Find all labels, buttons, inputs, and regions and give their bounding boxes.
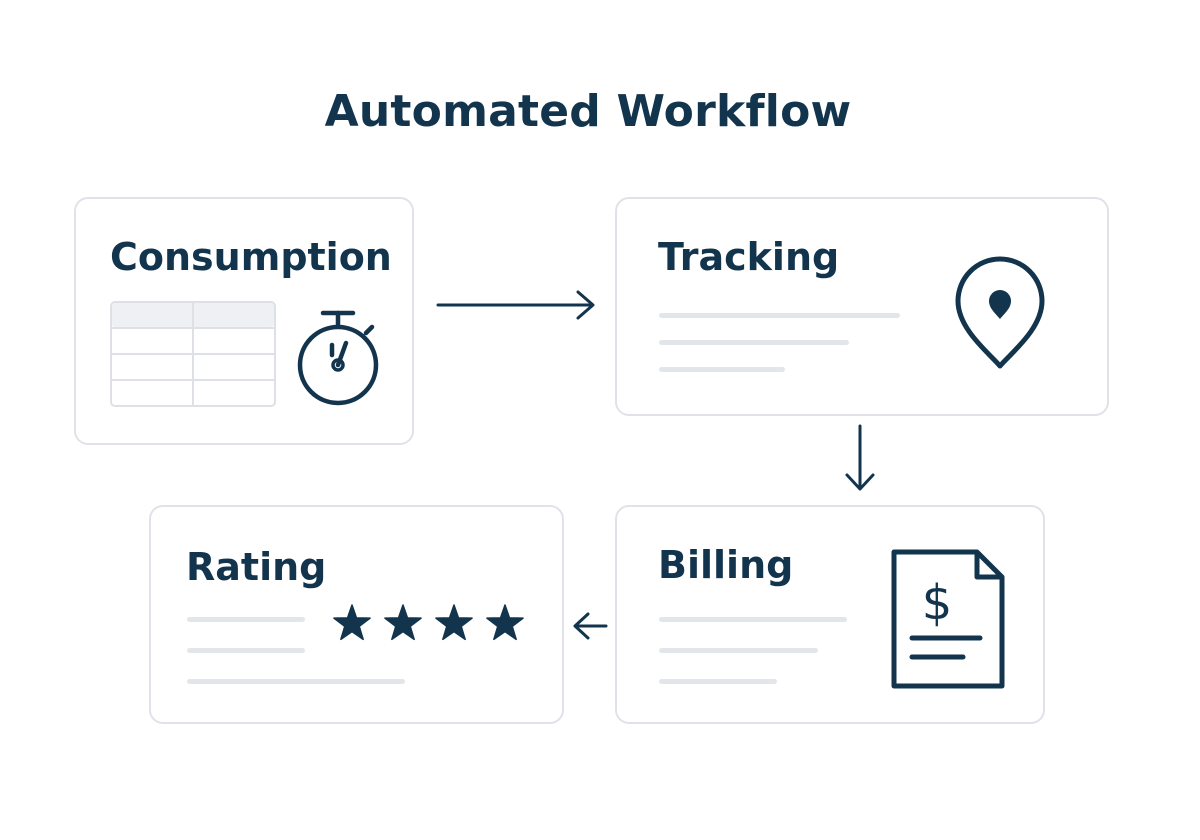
star-icon xyxy=(486,604,524,641)
text-placeholder-line xyxy=(659,340,849,345)
arrow-left xyxy=(570,610,610,642)
text-placeholder-line xyxy=(659,367,785,372)
text-placeholder-line xyxy=(659,313,900,318)
table-graphic xyxy=(110,301,278,409)
text-placeholder-line xyxy=(187,648,305,653)
text-placeholder-line xyxy=(659,648,818,653)
card-label-rating: Rating xyxy=(186,545,327,589)
location-pin-icon xyxy=(951,253,1049,373)
stopwatch-icon xyxy=(292,307,384,411)
card-label-billing: Billing xyxy=(658,543,794,587)
diagram-title: Automated Workflow xyxy=(324,86,852,137)
text-placeholder-line xyxy=(187,617,305,622)
arrow-down xyxy=(842,424,878,494)
arrow-right xyxy=(436,289,598,321)
invoice-dollar-icon: $ xyxy=(889,547,1009,691)
card-rating: Rating xyxy=(149,505,564,724)
text-placeholder-line xyxy=(187,679,405,684)
text-placeholder-line xyxy=(659,679,777,684)
card-label-consumption: Consumption xyxy=(110,235,392,279)
card-consumption: Consumption xyxy=(74,197,414,445)
star-icon xyxy=(384,604,422,641)
star-rating xyxy=(331,601,531,645)
card-label-tracking: Tracking xyxy=(658,235,840,279)
dollar-symbol: $ xyxy=(922,575,953,631)
card-tracking: Tracking xyxy=(615,197,1109,416)
card-billing: Billing $ xyxy=(615,505,1045,724)
text-placeholder-line xyxy=(659,617,847,622)
star-icon xyxy=(333,604,371,641)
star-icon xyxy=(435,604,473,641)
